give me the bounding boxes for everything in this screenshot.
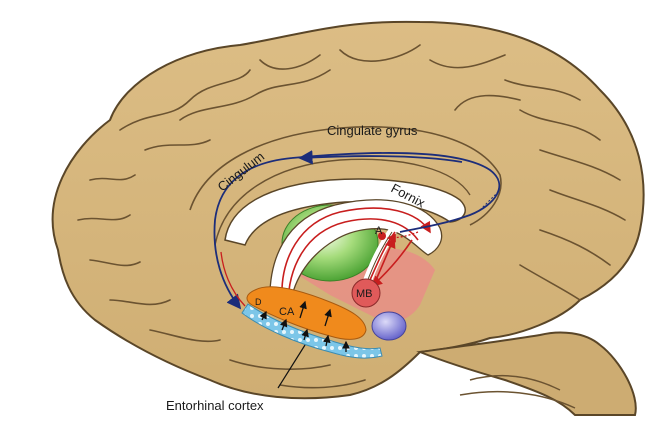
- anterior-nucleus-label: A: [375, 225, 383, 237]
- brainstem: [416, 331, 637, 416]
- corpus-callosum: [224, 178, 466, 246]
- fornix: [269, 199, 443, 309]
- cingulate-gyrus-outline: [189, 126, 502, 226]
- cingulate-gyrus-label: Cingulate gyrus: [327, 123, 418, 138]
- entorhinal-band: [241, 303, 383, 359]
- cortical-sulci: [77, 44, 626, 389]
- mammillary-body-label: MB: [356, 288, 373, 300]
- amygdala: [371, 311, 407, 341]
- mammillary-body: [351, 278, 381, 308]
- perforant-arrows: [259, 300, 350, 352]
- anterior-nucleus: [378, 232, 386, 240]
- entorhinal-leader-line: [277, 344, 306, 389]
- dentate-d-label: D: [255, 297, 262, 307]
- entorhinal-cortex-label: Entorhinal cortex: [166, 398, 264, 413]
- cingulum-pathway: [213, 150, 501, 310]
- hippocampus: [246, 286, 367, 340]
- hippocampus-ca-label: CA: [279, 306, 295, 318]
